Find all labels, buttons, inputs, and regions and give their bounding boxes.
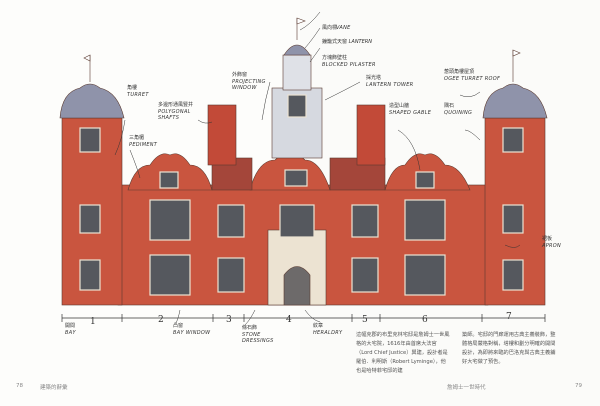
label-zh: 凸窗: [173, 323, 184, 329]
label-zh: 葱頭角樓屋頂: [444, 69, 475, 75]
right-running-title: 詹姆士一世時代: [447, 385, 486, 391]
label-zh: 造型山牆: [389, 103, 410, 109]
label-en: TURRET: [127, 91, 149, 98]
label-en: POLYGONAL SHAFTS: [158, 108, 191, 122]
label-zh: 條石飾: [242, 325, 258, 331]
label-en: HERALDRY: [313, 329, 343, 336]
left-running-title: 建築的辭彙: [40, 385, 68, 391]
label-en: BAY WINDOW: [173, 329, 211, 336]
label-zh: 方塊飾壁柱: [322, 55, 348, 61]
chimney-left: [207, 104, 237, 166]
bay-number: 5: [362, 315, 368, 325]
label-zh: 採光塔: [366, 75, 382, 81]
bay-number: 4: [286, 315, 292, 325]
label-zh: 裙板: [542, 236, 553, 242]
label-vane-en: VANE: [336, 25, 351, 32]
bay-number: 3: [226, 315, 232, 325]
label-en: PROJECTING WINDOW: [232, 78, 266, 92]
bay-number: 7: [506, 312, 512, 322]
label-zh: 開間: [65, 323, 76, 329]
label-en: BAY: [65, 329, 76, 336]
left-page-number: 78: [16, 383, 23, 389]
body-text-col1: 這幅克郡的布里克林宅邸是詹姆士一世風格的大宅院，1616年由首席大法官（Lord…: [356, 332, 450, 374]
ogee-roof-left: [59, 83, 125, 119]
label-en: PEDIMENT: [129, 141, 158, 148]
chimney-right: [356, 104, 386, 166]
label-zh: 紋章: [313, 323, 324, 329]
label-zh: 鐘籠式天窗: [322, 39, 348, 45]
label-en: LANTERN: [348, 39, 372, 45]
label-lantern: 鐘籠式天窗 LANTERN: [322, 39, 372, 46]
label-en: LANTERN TOWER: [366, 81, 414, 88]
right-page-number: 79: [575, 383, 582, 389]
label-zh: 角樓: [127, 85, 138, 91]
bay-number: 6: [422, 315, 428, 325]
label-zh: 隅石: [444, 103, 455, 109]
label-en: SHAPED GABLE: [389, 109, 432, 116]
bay-number: 1: [90, 317, 96, 327]
label-zh: 三角楣: [129, 135, 145, 141]
label-en: QUOINING: [444, 109, 473, 116]
label-zh: 外飾窗: [232, 72, 248, 78]
label-en: STONE DRESSINGS: [242, 331, 274, 345]
label-en: VANE: [336, 25, 351, 31]
ogee-roof-right: [482, 83, 548, 119]
label-zh: 風向標: [322, 25, 338, 31]
label-en: APRON: [542, 242, 562, 249]
label-vane: 風向標: [322, 25, 337, 32]
label-en: BLOCKED PILASTER: [322, 61, 376, 68]
label-zh: 多邊形通風豎井: [158, 102, 194, 108]
bay-number: 2: [158, 315, 164, 325]
body-text-col2: 築師。宅邸的門廊運用古典主義裝飾，整體格局嚴格對稱，塔樓和劃分明確的開間設計，為…: [462, 332, 556, 365]
label-en: OGEE TURRET ROOF: [444, 75, 501, 82]
